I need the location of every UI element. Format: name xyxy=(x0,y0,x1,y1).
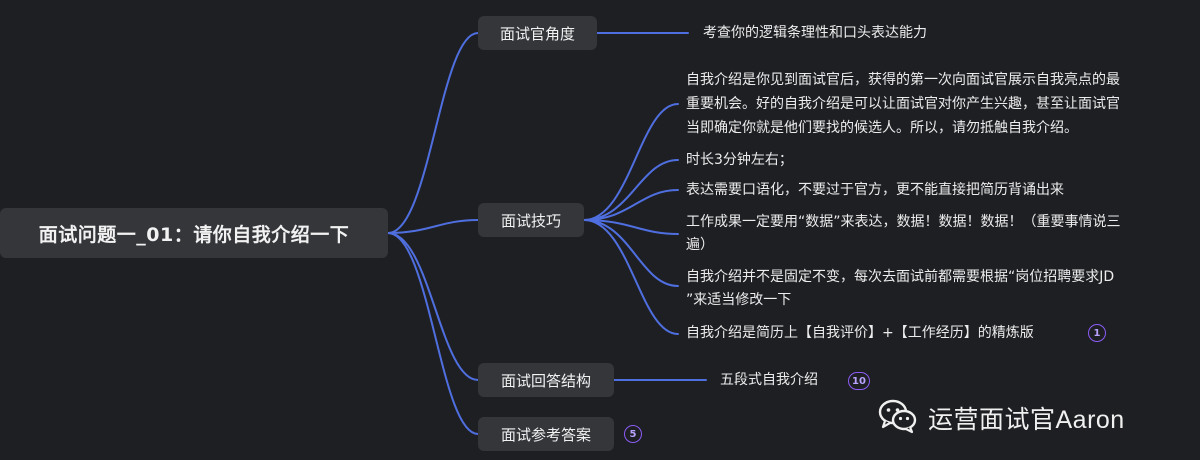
link-root-branch-4 xyxy=(387,232,479,435)
root-label: 面试问题一_01：请你自我介绍一下 xyxy=(38,223,350,246)
link-b2-leaf-4 xyxy=(583,219,679,235)
count-badge-b4[interactable]: 5 xyxy=(624,425,642,443)
branch-answer-structure[interactable]: 面试回答结构 xyxy=(478,363,614,397)
leaf-b2-1-line-2: 重要机会。好的自我介绍是可以让面试官对你产生兴趣，甚至让面试官 xyxy=(686,96,1120,112)
wechat-icon xyxy=(878,398,918,438)
link-b2-leaf-1 xyxy=(583,103,679,221)
link-root-branch-3 xyxy=(387,232,479,381)
leaf-b2-5-line-1: 自我介绍并不是固定不变，每次去面试前都需要根据“岗位招聘要求JD xyxy=(686,269,1115,285)
branch-label: 面试回答结构 xyxy=(500,371,591,390)
link-root-branch-1 xyxy=(387,32,479,234)
branch-label: 面试技巧 xyxy=(500,211,561,230)
leaf-b3-1: 五段式自我介绍 xyxy=(720,372,818,388)
count-badge-b3[interactable]: 10 xyxy=(848,372,870,390)
leaf-b2-4-line-2: 遍） xyxy=(686,237,714,253)
watermark-text: 运营面试官Aaron xyxy=(928,406,1125,434)
leaf-b1-1: 考查你的逻辑条理性和口头表达能力 xyxy=(703,25,927,41)
branch-interviewer-perspective[interactable]: 面试官角度 xyxy=(478,16,597,50)
link-b2-leaf-2 xyxy=(583,159,679,221)
root-node[interactable]: 面试问题一_01：请你自我介绍一下 xyxy=(0,208,388,258)
branch-interview-tips[interactable]: 面试技巧 xyxy=(478,203,584,237)
leaf-b2-5-line-2: ”来适当修改一下 xyxy=(686,292,792,308)
leaf-b2-6: 自我介绍是简历上【自我评价】+【工作经历】的精炼版 xyxy=(686,325,1034,341)
link-b2-leaf-6 xyxy=(583,219,679,335)
link-b2-leaf-5 xyxy=(583,219,679,287)
watermark: 运营面试官Aaron xyxy=(878,398,1125,438)
leaf-b2-3: 表达需要口语化，不要过于官方，更不能直接把简历背诵出来 xyxy=(686,182,1064,198)
branch-reference-answer[interactable]: 面试参考答案 xyxy=(478,417,614,451)
leaf-b2-1-line-3: 当即确定你就是他们要找的候选人。所以，请勿抵触自我介绍。 xyxy=(686,120,1078,136)
branch-label: 面试参考答案 xyxy=(500,425,591,444)
link-root-branch-2 xyxy=(387,219,479,234)
leaf-b2-4-line-1: 工作成果一定要用“数据”来表达，数据！数据！数据！（重要事情说三 xyxy=(686,214,1121,230)
branch-label: 面试官角度 xyxy=(499,24,575,43)
link-b2-leaf-3 xyxy=(583,189,679,221)
leaf-b2-2: 时长3分钟左右； xyxy=(686,152,793,168)
leaf-b2-1-line-1: 自我介绍是你见到面试官后，获得的第一次向面试官展示自我亮点的最 xyxy=(686,72,1120,88)
count-badge-b2-6[interactable]: 1 xyxy=(1088,324,1106,342)
